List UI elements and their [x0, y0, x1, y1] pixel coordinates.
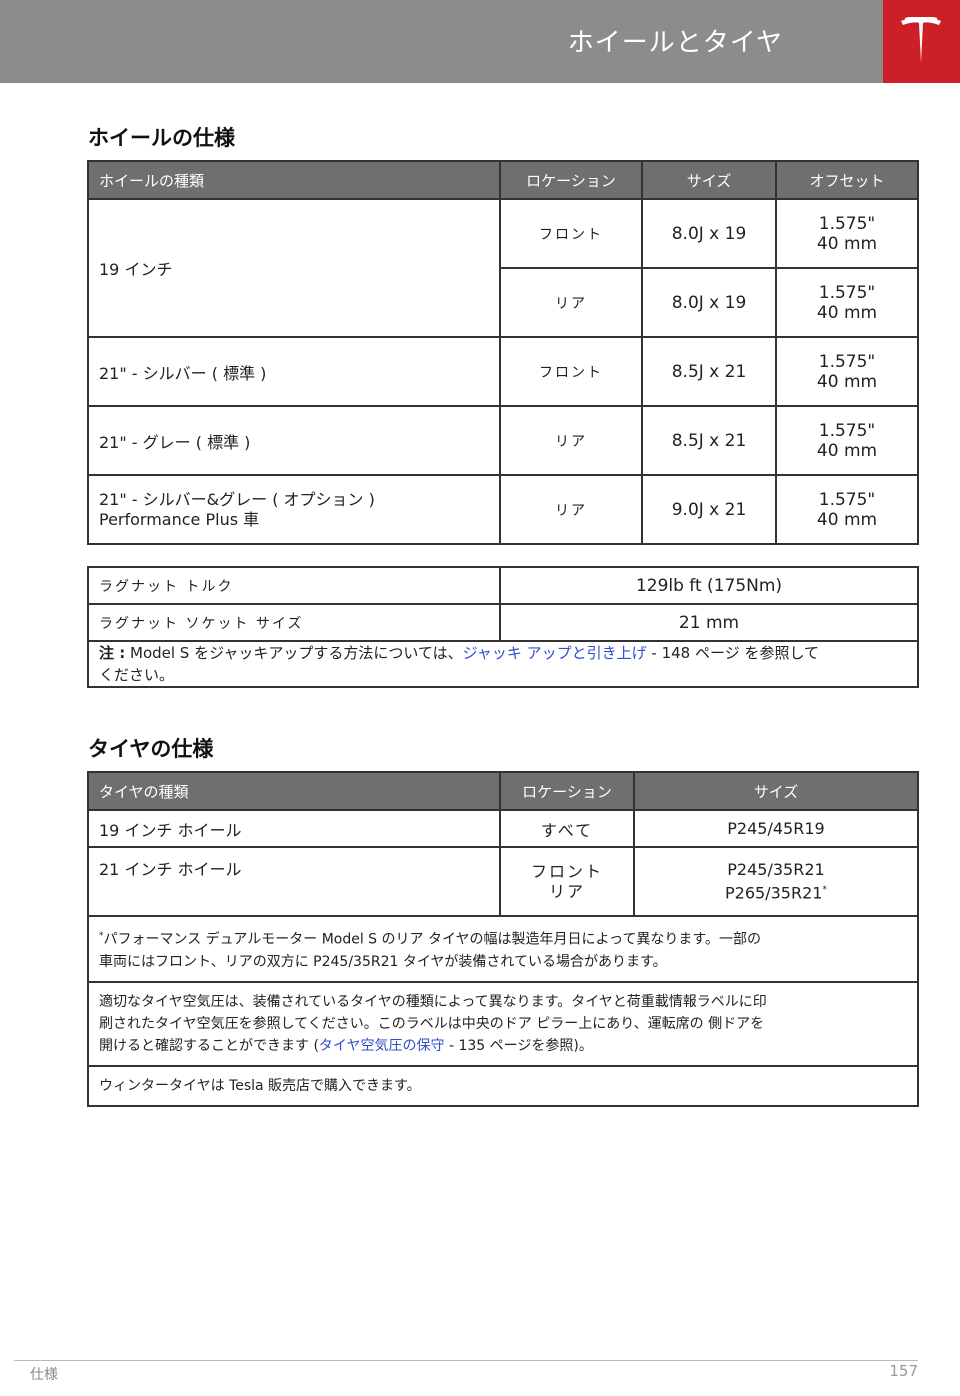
- table-row: 19 インチ フロント 8.0J x 19 1.575" 40 mm: [87, 198, 919, 338]
- tesla-logo-icon: [901, 17, 941, 63]
- offset-inch: 1.575": [818, 282, 876, 303]
- location-cell: フロント リア: [499, 846, 635, 917]
- winter-tire-note: ウィンタータイヤは Tesla 販売店で購入できます。: [87, 1064, 919, 1107]
- note-line: パフォーマンス デュアルモーター Model S のリア タイヤの幅は製造年月日…: [103, 931, 762, 948]
- location-rear: リア: [548, 881, 585, 901]
- location-cell: リア: [499, 474, 643, 545]
- tire-spec-table: タイヤの種類 ロケーション サイズ 19 インチ ホイール すべて P245/4…: [87, 771, 919, 1107]
- size-cell: P245/45R19: [633, 809, 919, 848]
- socket-value: 21 mm: [499, 603, 919, 642]
- location-cell: リア: [499, 405, 643, 476]
- offset-inch: 1.575": [818, 420, 876, 441]
- column-header: オフセット: [775, 160, 919, 200]
- footer-divider: [14, 1360, 918, 1361]
- wheel-type-cell: 21" - シルバー ( 標準 ): [87, 336, 501, 407]
- jack-note: 注 : Model S をジャッキアップする方法については、ジャッキ アップと引…: [87, 640, 919, 688]
- note-prefix: 注 :: [99, 644, 126, 662]
- location-cell: すべて: [499, 809, 635, 848]
- torque-label: ラグナット トルク: [87, 566, 501, 605]
- column-header: ホイールの種類: [87, 160, 501, 200]
- column-header: サイズ: [633, 771, 919, 811]
- jack-link[interactable]: ジャッキ アップと引き上げ: [462, 644, 647, 662]
- tire-pressure-link[interactable]: タイヤ空気圧の保守: [318, 1037, 445, 1054]
- wheel-table-header-row: ホイールの種類 ロケーション サイズ オフセット: [87, 160, 919, 200]
- location-cell: リア: [499, 267, 643, 338]
- offset-mm: 40 mm: [816, 302, 878, 323]
- table-row: 19 インチ ホイール すべて P245/45R19: [87, 809, 919, 848]
- location-cell: フロント: [499, 198, 643, 269]
- tire-type-cell: 19 インチ ホイール: [87, 809, 501, 848]
- wheel-type-line: 21" - シルバー&グレー ( オプション ): [99, 489, 375, 509]
- footer-section: 仕様: [30, 1367, 58, 1383]
- column-header: ロケーション: [499, 771, 635, 811]
- size-cell: 8.5J x 21: [641, 405, 777, 476]
- offset-cell: 1.575" 40 mm: [775, 405, 919, 476]
- wheel-type-cell: 19 インチ: [87, 198, 501, 338]
- footnote-mark: *: [99, 931, 104, 941]
- note-text: Model S をジャッキアップする方法については、: [125, 644, 463, 662]
- table-row: 注 : Model S をジャッキアップする方法については、ジャッキ アップと引…: [87, 640, 919, 688]
- offset-cell: 1.575" 40 mm: [775, 474, 919, 545]
- offset-cell: 1.575" 40 mm: [775, 336, 919, 407]
- offset-cell: 1.575" 40 mm: [775, 267, 919, 338]
- table-row: 21" - グレー ( 標準 ) リア 8.5J x 21 1.575" 40 …: [87, 405, 919, 476]
- tire-pressure-note: 適切なタイヤ空気圧は、装備されているタイヤの種類によって異なります。タイヤと荷重…: [87, 980, 919, 1067]
- table-row: 21 インチ ホイール フロント リア P245/35R21 P265/35R2…: [87, 846, 919, 917]
- note-line: 車両にはフロント、リアの双方に P245/35R21 タイヤが装備されている場合…: [99, 953, 667, 970]
- wheel-spec-table: ホイールの種類 ロケーション サイズ オフセット 19 インチ フロント 8.0…: [87, 160, 919, 545]
- tire-table-header-row: タイヤの種類 ロケーション サイズ: [87, 771, 919, 811]
- note-line: 刷されたタイヤ空気圧を参照してください。このラベルは中央のドア ピラー上にあり、…: [99, 1015, 765, 1032]
- table-row: ウィンタータイヤは Tesla 販売店で購入できます。: [87, 1064, 919, 1107]
- offset-inch: 1.575": [818, 351, 876, 372]
- wheel-type-cell: 21" - シルバー&グレー ( オプション ) Performance Plu…: [87, 474, 501, 545]
- column-header: ロケーション: [499, 160, 643, 200]
- offset-mm: 40 mm: [816, 440, 878, 461]
- offset-mm: 40 mm: [816, 233, 878, 254]
- note-line: 開けると確認することができます (: [99, 1037, 319, 1054]
- table-row: ラグナット ソケット サイズ 21 mm: [87, 603, 919, 642]
- socket-label: ラグナット ソケット サイズ: [87, 603, 501, 642]
- note-line: 適切なタイヤ空気圧は、装備されているタイヤの種類によって異なります。タイヤと荷重…: [99, 993, 767, 1010]
- offset-inch: 1.575": [818, 213, 876, 234]
- tesla-logo: [883, 0, 960, 83]
- table-row: リア 8.0J x 19 1.575" 40 mm: [88, 267, 919, 338]
- note-suffix: - 148 ページ を参照して: [646, 644, 820, 662]
- note-line2: ください。: [99, 666, 175, 684]
- size-cell: P245/35R21 P265/35R21*: [633, 846, 919, 917]
- torque-value: 129lb ft (175Nm): [499, 566, 919, 605]
- location-front: フロント: [530, 861, 603, 881]
- offset-inch: 1.575": [818, 489, 876, 510]
- column-header: サイズ: [641, 160, 777, 200]
- size-cell: 8.5J x 21: [641, 336, 777, 407]
- column-header: タイヤの種類: [87, 771, 501, 811]
- table-row: 適切なタイヤ空気圧は、装備されているタイヤの種類によって異なります。タイヤと荷重…: [87, 980, 919, 1067]
- header-bar: ホイールとタイヤ: [0, 0, 883, 83]
- wheel-type-line: Performance Plus 車: [99, 509, 260, 529]
- table-row: 21" - シルバー&グレー ( オプション ) Performance Plu…: [87, 474, 919, 545]
- note-line: - 135 ページを参照)。: [444, 1037, 593, 1054]
- wheel-type-cell: 21" - グレー ( 標準 ): [87, 405, 501, 476]
- size-cell: 8.0J x 19: [641, 267, 777, 338]
- tire-spec-title: タイヤの仕様: [88, 737, 214, 761]
- location-cell: フロント: [499, 336, 643, 407]
- offset-cell: 1.575" 40 mm: [775, 198, 919, 269]
- table-row: 21" - シルバー ( 標準 ) フロント 8.5J x 21 1.575" …: [87, 336, 919, 407]
- lug-nut-table: ラグナット トルク 129lb ft (175Nm) ラグナット ソケット サイ…: [87, 566, 919, 688]
- size-cell: 9.0J x 21: [641, 474, 777, 545]
- wheel-spec-title: ホイールの仕様: [88, 126, 235, 150]
- offset-mm: 40 mm: [816, 371, 878, 392]
- offset-mm: 40 mm: [816, 509, 878, 530]
- tire-width-note: *パフォーマンス デュアルモーター Model S のリア タイヤの幅は製造年月…: [87, 915, 919, 983]
- tire-size-front: P245/35R21: [727, 859, 825, 879]
- size-cell: 8.0J x 19: [641, 198, 777, 269]
- table-row: *パフォーマンス デュアルモーター Model S のリア タイヤの幅は製造年月…: [87, 915, 919, 983]
- table-row: ラグナット トルク 129lb ft (175Nm): [87, 566, 919, 605]
- header-title: ホイールとタイヤ: [567, 28, 783, 58]
- footnote-mark: *: [822, 884, 827, 895]
- tire-size-rear: P265/35R21*: [645, 880, 907, 903]
- tire-type-cell: 21 インチ ホイール: [87, 846, 501, 917]
- tire-size-rear-value: P265/35R21: [725, 883, 823, 903]
- page-number: 157: [889, 1362, 918, 1380]
